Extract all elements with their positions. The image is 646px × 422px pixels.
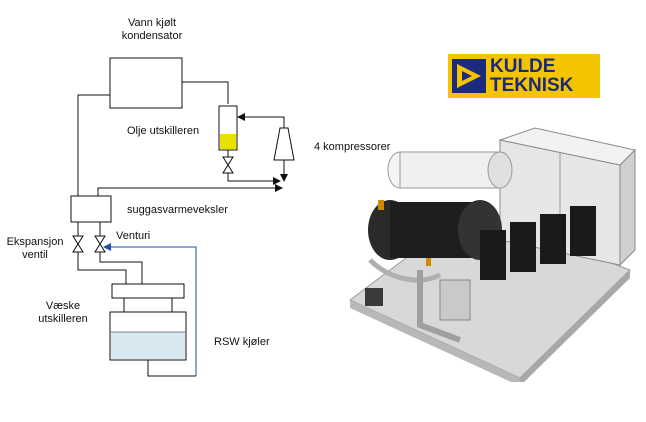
condenser-box [109, 57, 183, 109]
suction-hx-box [70, 195, 112, 223]
label-venturi: Venturi [116, 230, 151, 242]
rsw-loop-line [147, 360, 196, 377]
oil-return-valve [222, 156, 234, 166]
oil-level-fill [220, 134, 236, 149]
liquid-level-fill [111, 332, 185, 359]
condenser-to-hx-line [77, 94, 110, 196]
label-oil-separator: Olje utskilleren [127, 125, 200, 137]
chiller-unit-image [349, 127, 636, 382]
logo-mark-icon [452, 59, 486, 93]
label-liquid-separator: Væske utskilleren [38, 300, 88, 325]
label-condenser: Vann kjølt kondensator [121, 17, 183, 42]
label-suction-hx: suggasvarmeveksler [127, 204, 228, 216]
condenser-to-oil-line [182, 81, 229, 104]
compressor-discharge-line [237, 113, 285, 128]
venturi-feed-line [103, 243, 197, 376]
expansion-valve [72, 235, 84, 245]
logo-text-kulde: KULDE [490, 56, 556, 77]
liquid-separator-header [111, 283, 185, 299]
label-rsw-cooler: RSW kjøler [214, 336, 270, 348]
label-compressors: 4 kompressorer [314, 141, 391, 153]
venturi-valve [94, 235, 106, 245]
compressor-shape [273, 127, 295, 161]
kulde-teknisk-logo: KULDE TEKNISK [448, 54, 600, 98]
label-expansion-valve: Ekspansjon ventil [6, 236, 64, 261]
hx-to-compressor-line [97, 184, 283, 196]
logo-text-teknisk: TEKNISK [490, 75, 574, 96]
